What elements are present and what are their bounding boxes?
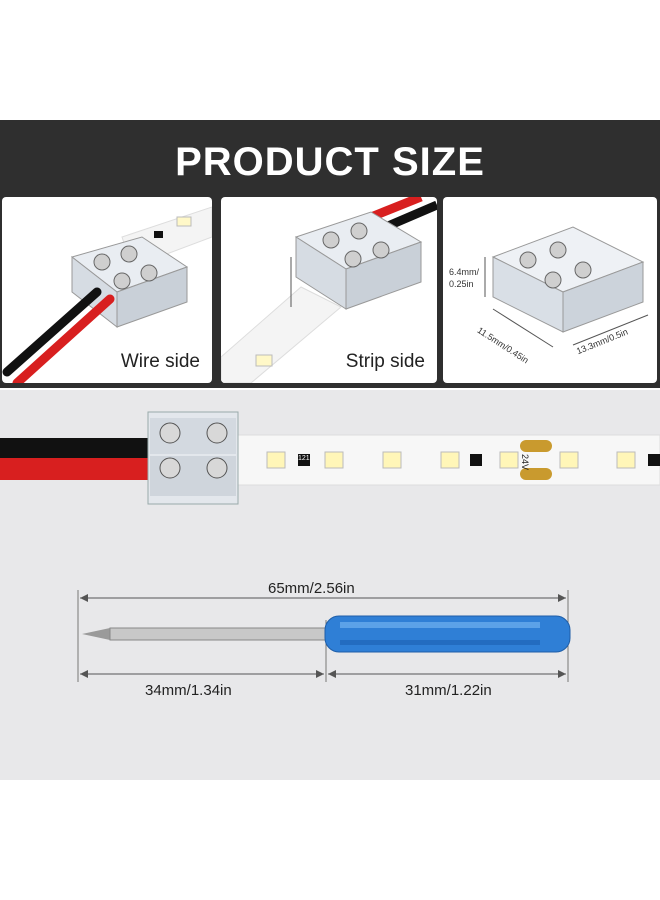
page-title: PRODUCT SIZE [175, 140, 485, 184]
height-dimension-line1: 6.4mm/ [449, 267, 480, 277]
voltage-mark: 24V [520, 454, 530, 471]
strip-and-screwdriver-illustration [0, 411, 660, 682]
dimensions-illustration [484, 226, 649, 348]
strip-side-label: Strip side [343, 351, 427, 373]
resistor-mark: 121 [298, 455, 310, 462]
height-dimension-line2: 0.25in [449, 279, 474, 289]
handle-length-label: 31mm/1.22in [405, 682, 492, 699]
led-chips [266, 451, 636, 469]
lower-section: 65mm/2.56in 34mm/1.34in 31mm/1.22in 24V … [0, 390, 660, 780]
total-length-label: 65mm/2.56in [268, 580, 355, 597]
strip-side-illustration [221, 197, 437, 383]
screwdriver [82, 615, 571, 653]
wire-side-label: Wire side [118, 351, 202, 373]
wire-side-panel: Wire side [2, 197, 212, 383]
dimensions-panel: 6.4mm/ 0.25in 11.5mm/0.45in 13.3mm/0.5in [443, 197, 657, 383]
shaft-length-label: 34mm/1.34in [145, 682, 232, 699]
wire-side-illustration [2, 206, 212, 383]
strip-side-panel: Strip side [221, 197, 437, 383]
